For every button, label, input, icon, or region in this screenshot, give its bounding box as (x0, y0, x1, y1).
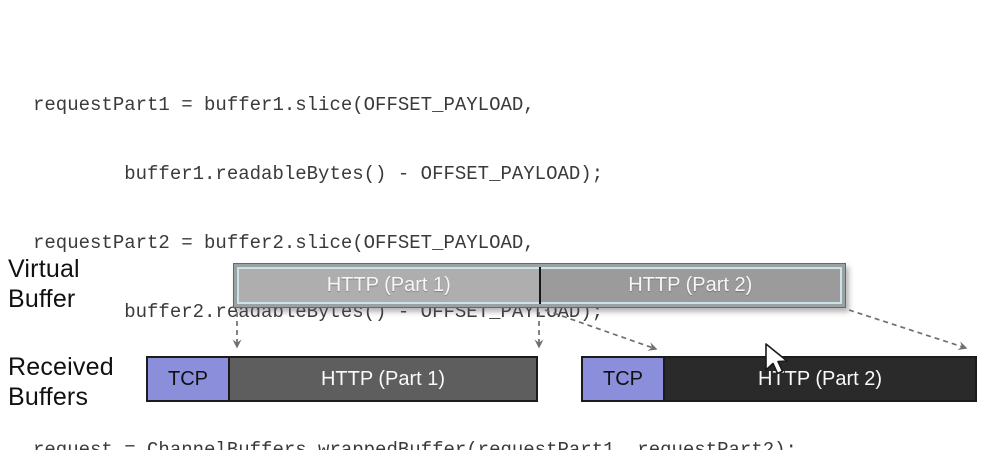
http-part1-label: HTTP (Part 1) (320, 367, 446, 390)
code-line: request = ChannelBuffers.wrappedBuffer(r… (33, 439, 797, 450)
tcp-label: TCP (168, 367, 208, 390)
tcp-label: TCP (603, 367, 643, 390)
virtual-buffer-label-line1: Virtual (8, 255, 80, 283)
code-line: buffer1.readableBytes() - OFFSET_PAYLOAD… (33, 163, 604, 185)
code-line: requestPart1 = buffer1.slice(OFFSET_PAYL… (33, 94, 535, 116)
received-buffer-1-tcp-header: TCP (146, 356, 230, 402)
virtual-buffer-part2: HTTP (Part 2) (540, 269, 840, 302)
received-buffer-1: TCP HTTP (Part 1) (146, 356, 538, 402)
received-buffers-label-line1: Received (8, 353, 114, 381)
http-part2-label: HTTP (Part 2) (757, 367, 883, 390)
virtual-buffer-bar: HTTP (Part 1) HTTP (Part 2) (233, 263, 846, 308)
received-buffer-2: TCP HTTP (Part 2) (581, 356, 977, 402)
virtual-buffer-divider (538, 267, 541, 304)
received-buffer-2-tcp-header: TCP (581, 356, 665, 402)
virtual-buffer-label-line2: Buffer (8, 285, 76, 313)
received-buffer-2-http-payload: HTTP (Part 2) (665, 356, 977, 402)
received-buffer-1-http-payload: HTTP (Part 1) (230, 356, 538, 402)
virtual-buffer-part1-label: HTTP (Part 1) (326, 274, 451, 296)
virtual-buffer-label: Virtual Buffer (8, 254, 80, 314)
virtual-buffer-part1: HTTP (Part 1) (239, 269, 539, 302)
virtual-buffer-inner-frame: HTTP (Part 1) HTTP (Part 2) (237, 267, 842, 304)
arrow-virtual-right-to-part2-end (848, 309, 968, 350)
virtual-buffer-part2-label: HTTP (Part 2) (628, 274, 753, 296)
code-line: requestPart2 = buffer2.slice(OFFSET_PAYL… (33, 232, 535, 254)
received-buffers-label-line2: Buffers (8, 383, 89, 411)
received-buffers-label: Received Buffers (8, 352, 114, 412)
